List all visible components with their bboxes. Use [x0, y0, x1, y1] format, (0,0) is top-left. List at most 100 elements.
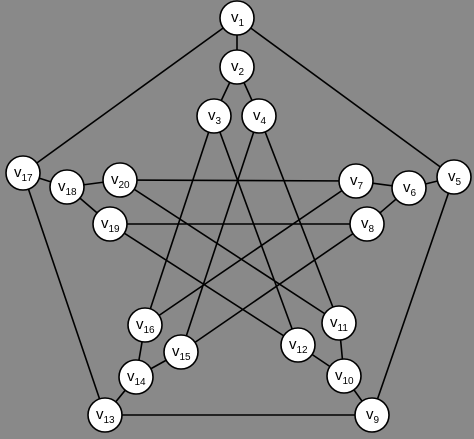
- node-circle: [219, 0, 255, 36]
- node-label: v6: [403, 179, 417, 199]
- node-v15: v15: [163, 334, 199, 370]
- node-label: v10: [335, 367, 354, 387]
- node-v9: v9: [354, 397, 390, 433]
- node-circle: [127, 307, 163, 343]
- node-label-subscript: 3: [216, 116, 222, 127]
- node-label-subscript: 16: [144, 325, 156, 336]
- edge-v1-v5: [236, 17, 455, 178]
- node-v12: v12: [280, 327, 316, 363]
- node-v6: v6: [391, 170, 427, 206]
- node-label-subscript: 9: [374, 415, 380, 426]
- node-label-letter: v: [335, 367, 343, 384]
- node-label: v7: [350, 172, 364, 192]
- node-label-subscript: 19: [109, 224, 121, 235]
- node-v2: v2: [219, 49, 255, 85]
- edge-v12-v19: [109, 223, 299, 346]
- node-label: v12: [289, 336, 308, 356]
- node-label-letter: v: [231, 58, 239, 75]
- edge-v3-v16: [144, 115, 215, 326]
- node-label-letter: v: [403, 179, 411, 196]
- node-label-letter: v: [289, 336, 297, 353]
- edge-v7-v20: [119, 179, 357, 182]
- node-label-letter: v: [58, 178, 66, 195]
- node-label-letter: v: [448, 168, 456, 185]
- node-label-subscript: 20: [119, 180, 131, 191]
- node-v13: v13: [87, 397, 123, 433]
- node-label-subscript: 2: [239, 67, 245, 78]
- node-v8: v8: [349, 206, 385, 242]
- node-v19: v19: [92, 206, 128, 242]
- node-label: v2: [231, 58, 245, 78]
- edge-v5-v9: [371, 176, 455, 416]
- node-v14: v14: [118, 359, 154, 395]
- node-label-letter: v: [350, 172, 358, 189]
- node-v16: v16: [127, 307, 163, 343]
- node-circle: [326, 358, 362, 394]
- edge-v7-v16: [144, 180, 357, 326]
- node-circle: [321, 305, 357, 341]
- node-label-letter: v: [136, 316, 144, 333]
- node-v5: v5: [436, 159, 472, 195]
- node-label: v5: [448, 168, 462, 188]
- node-label: v1: [231, 9, 245, 29]
- edge-v8-v15: [180, 223, 368, 353]
- node-circle: [87, 397, 123, 433]
- node-circle: [92, 206, 128, 242]
- node-circle: [241, 98, 277, 134]
- edge-v3-v12: [213, 115, 299, 346]
- edge-v13-v17: [22, 172, 106, 416]
- node-circle: [349, 206, 385, 242]
- node-circle: [102, 162, 138, 198]
- node-v17: v17: [5, 155, 41, 191]
- node-label: v3: [208, 107, 222, 127]
- node-v11: v11: [321, 305, 357, 341]
- node-label: v17: [14, 164, 33, 184]
- node-label-subscript: 17: [22, 173, 34, 184]
- node-label: v20: [111, 171, 130, 191]
- node-circle: [354, 397, 390, 433]
- node-circle: [196, 98, 232, 134]
- node-label-subscript: 14: [135, 377, 147, 388]
- node-v10: v10: [326, 358, 362, 394]
- edge-v11-v20: [119, 179, 340, 324]
- node-v20: v20: [102, 162, 138, 198]
- node-label: v8: [361, 215, 375, 235]
- node-circle: [163, 334, 199, 370]
- node-label-subscript: 8: [369, 224, 375, 235]
- node-v3: v3: [196, 98, 232, 134]
- node-label-letter: v: [127, 368, 135, 385]
- node-label-letter: v: [231, 9, 239, 26]
- node-label-subscript: 18: [66, 187, 78, 198]
- node-label: v4: [253, 107, 267, 127]
- node-label-subscript: 13: [104, 415, 116, 426]
- node-label: v11: [330, 314, 348, 334]
- node-label-subscript: 6: [411, 188, 417, 199]
- node-v18: v18: [49, 169, 85, 205]
- node-label-subscript: 10: [343, 376, 355, 387]
- node-label-letter: v: [96, 406, 104, 423]
- edge-v1-v17: [22, 17, 238, 174]
- node-label-letter: v: [361, 215, 369, 232]
- node-circle: [49, 169, 85, 205]
- node-label: v19: [101, 215, 120, 235]
- node-label: v13: [96, 406, 115, 426]
- node-label-letter: v: [111, 171, 119, 188]
- node-label-letter: v: [208, 107, 216, 124]
- node-v7: v7: [338, 163, 374, 199]
- node-label-subscript: 4: [261, 116, 267, 127]
- node-label-subscript: 5: [456, 177, 462, 188]
- node-v1: v1: [219, 0, 255, 36]
- node-label: v15: [172, 343, 191, 363]
- node-label-subscript: 12: [297, 345, 309, 356]
- node-label-letter: v: [172, 343, 180, 360]
- node-circle: [219, 49, 255, 85]
- node-label-letter: v: [14, 164, 22, 181]
- node-label-subscript: 7: [358, 181, 364, 192]
- node-label: v14: [127, 368, 146, 388]
- node-label-letter: v: [253, 107, 261, 124]
- node-circle: [436, 159, 472, 195]
- node-circle: [280, 327, 316, 363]
- node-label-subscript: 15: [180, 352, 192, 363]
